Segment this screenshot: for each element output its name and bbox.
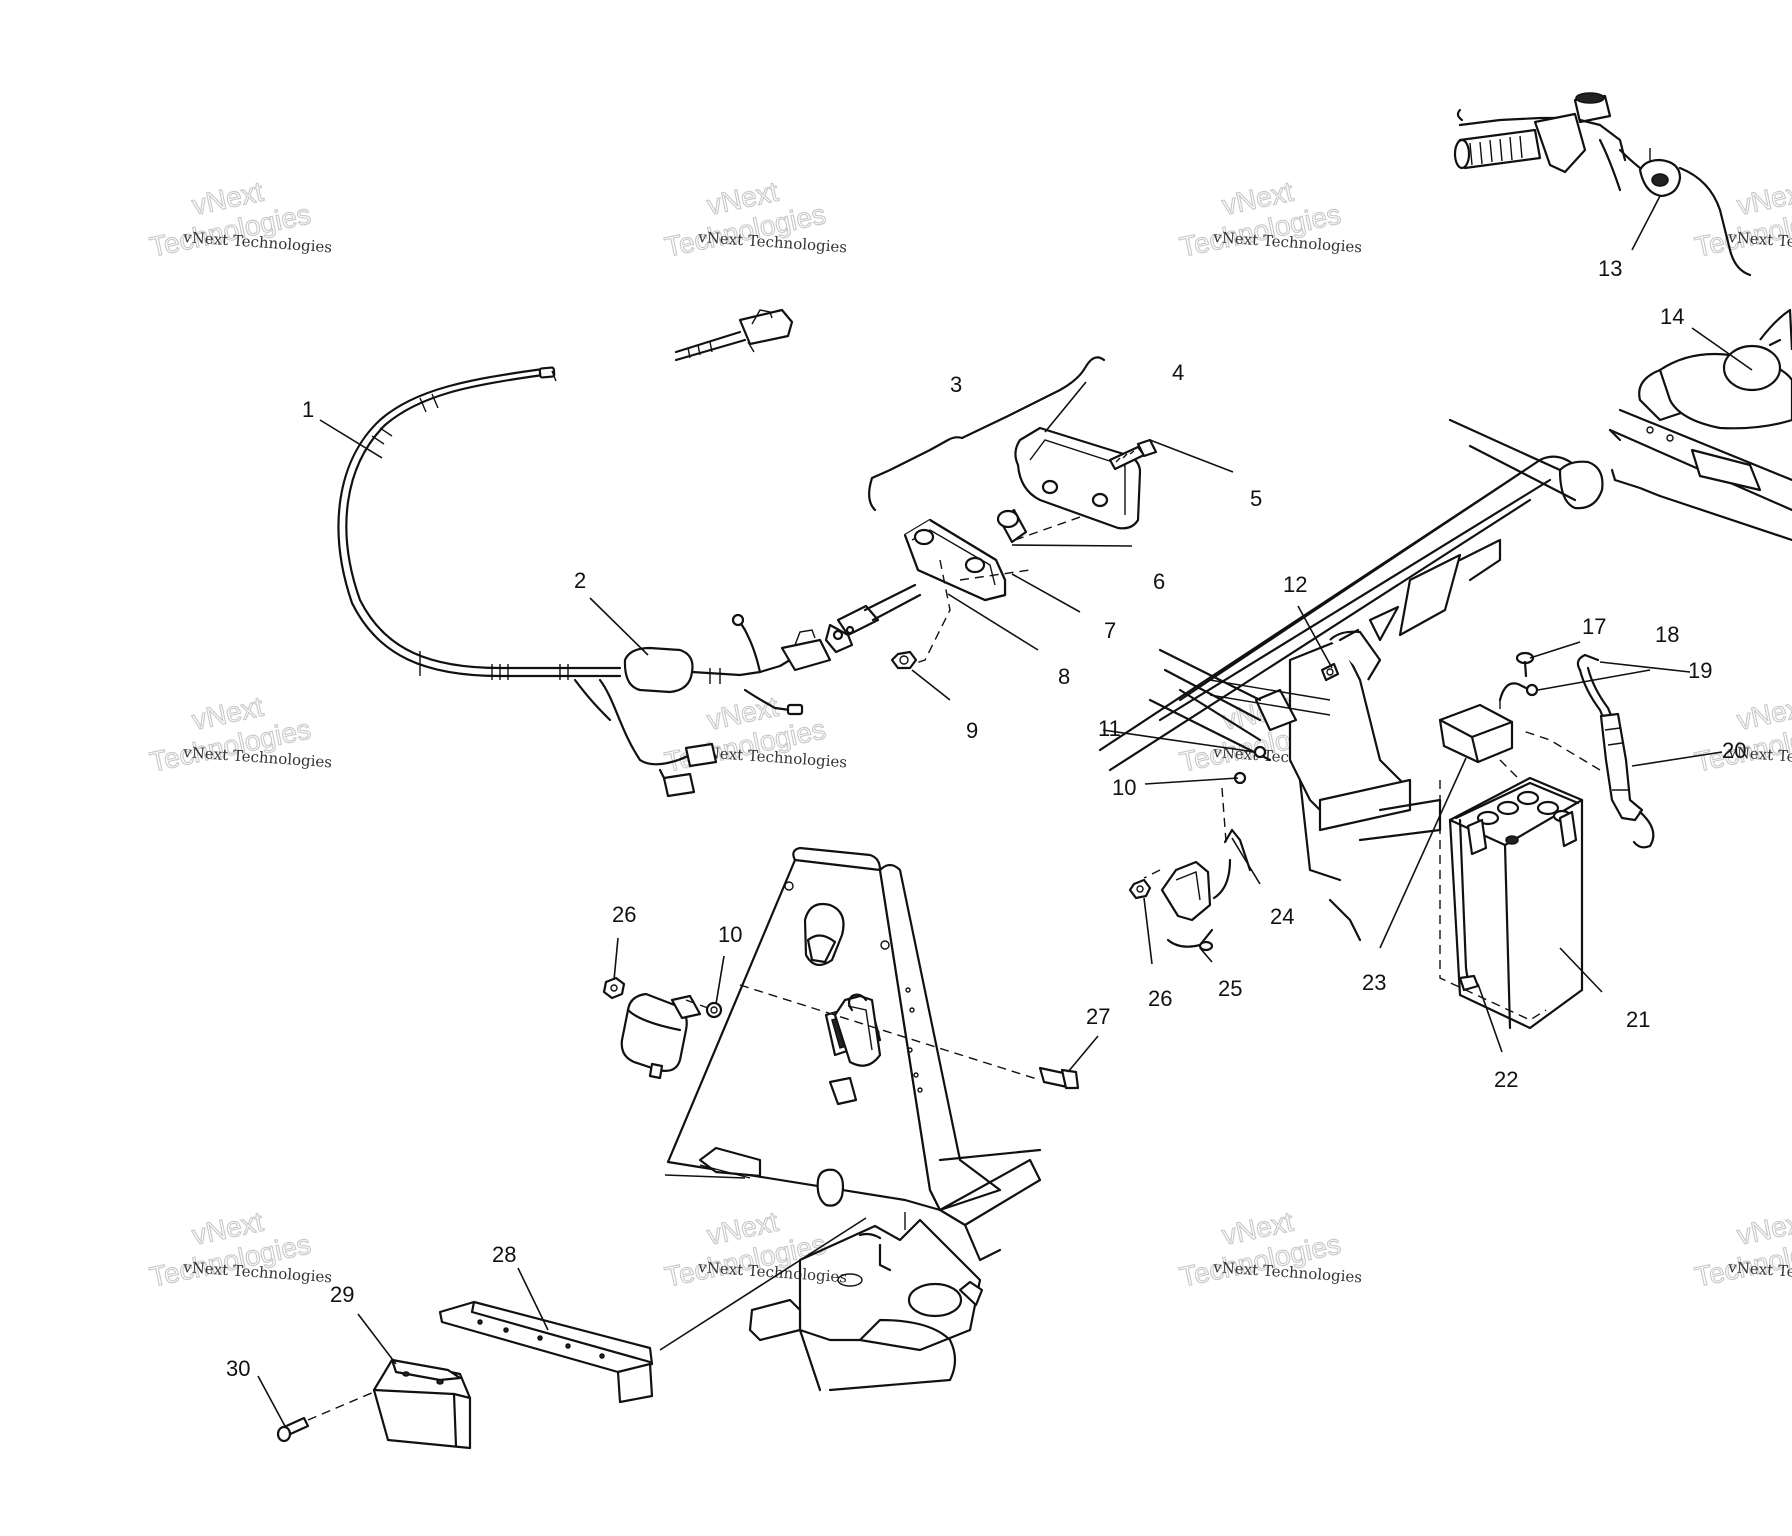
callout-26-right: 26: [1148, 986, 1172, 1011]
watermark-small-4: vNext Technologies: [182, 743, 333, 771]
rear-panel-frame: [664, 846, 1042, 1392]
callout-28: 28: [492, 1242, 516, 1267]
watermark-small-1: vNext Technologies: [182, 228, 333, 256]
watermark-small-7: vNext Technologies: [182, 1258, 333, 1286]
callout-10: 10: [1112, 775, 1136, 800]
callout-23: 23: [1362, 970, 1386, 995]
part-26-nut-right: [1128, 878, 1152, 900]
callout-22: 22: [1494, 1067, 1518, 1092]
callout-27: 27: [1086, 1004, 1110, 1029]
part-28-plate-bracket: [438, 1300, 654, 1404]
callout-26-left: 26: [612, 902, 636, 927]
callout-19: 19: [1688, 658, 1712, 683]
callout-14: 14: [1660, 304, 1684, 329]
callout-1: 1: [302, 397, 314, 422]
callout-11: 11: [1098, 716, 1121, 741]
callout-18: 18: [1655, 622, 1679, 647]
callout-10-left: 10: [718, 922, 742, 947]
callout-3: 3: [950, 372, 962, 397]
part-27-bolt: [739, 984, 1080, 1090]
part-23-battery-pad: [1438, 703, 1514, 764]
callout-2: 2: [574, 568, 586, 593]
part-5-screw: [1108, 438, 1158, 471]
part-19-20-battery-cable: [1576, 653, 1655, 849]
watermark-small-8: vNext Technologies: [697, 1258, 848, 1286]
part-3-tail-light-bracket: [824, 356, 1106, 670]
part-2-harness-relay: [573, 613, 832, 798]
relay-module: [620, 992, 709, 1080]
part-10-washer-left: [705, 1001, 723, 1019]
part-29-license-light: [372, 1358, 472, 1450]
watermark-small-9: vNext Technologies: [1212, 1258, 1363, 1286]
callout-21: 21: [1626, 1007, 1650, 1032]
callout-4: 4: [1172, 360, 1184, 385]
callouts: 1 2 3 4 5 6 7 8 9 10 11 12 13 14 17 18 1…: [226, 256, 1746, 1381]
part-30-screw: [276, 1391, 375, 1443]
watermark-small-3: vNext Technologies: [1212, 228, 1363, 256]
leader-lines: [257, 195, 1753, 1429]
callout-30: 30: [226, 1356, 250, 1381]
callout-12: 12: [1283, 572, 1307, 597]
callout-17: 17: [1582, 614, 1606, 639]
callout-5: 5: [1250, 486, 1262, 511]
callout-7: 7: [1104, 618, 1116, 643]
part-13-handlebar-switch: [1453, 92, 1752, 277]
part-1-harness-cable: [337, 308, 794, 680]
callout-6: 6: [1153, 569, 1165, 594]
part-21-battery: [1439, 729, 1601, 1030]
part-14-horn: [1608, 308, 1792, 542]
part-17-battery-bolt: [1515, 651, 1535, 678]
frame-rear: [1098, 418, 1604, 942]
part-11-washer: [1253, 745, 1267, 759]
part-26-nut-left: [602, 976, 626, 1000]
callout-13: 13: [1598, 256, 1622, 281]
watermark-small-5: vNext Technologies: [697, 743, 848, 771]
callout-29: 29: [330, 1282, 354, 1307]
callout-9: 9: [966, 718, 978, 743]
callout-24: 24: [1270, 904, 1294, 929]
watermark-small-2: vNext Technologies: [697, 228, 848, 256]
part-24-25-bracket: [1143, 787, 1252, 952]
callout-8: 8: [1058, 664, 1070, 689]
part-4-tail-light-lens: [1014, 426, 1142, 530]
callout-25: 25: [1218, 976, 1242, 1001]
callout-20: 20: [1722, 738, 1746, 763]
